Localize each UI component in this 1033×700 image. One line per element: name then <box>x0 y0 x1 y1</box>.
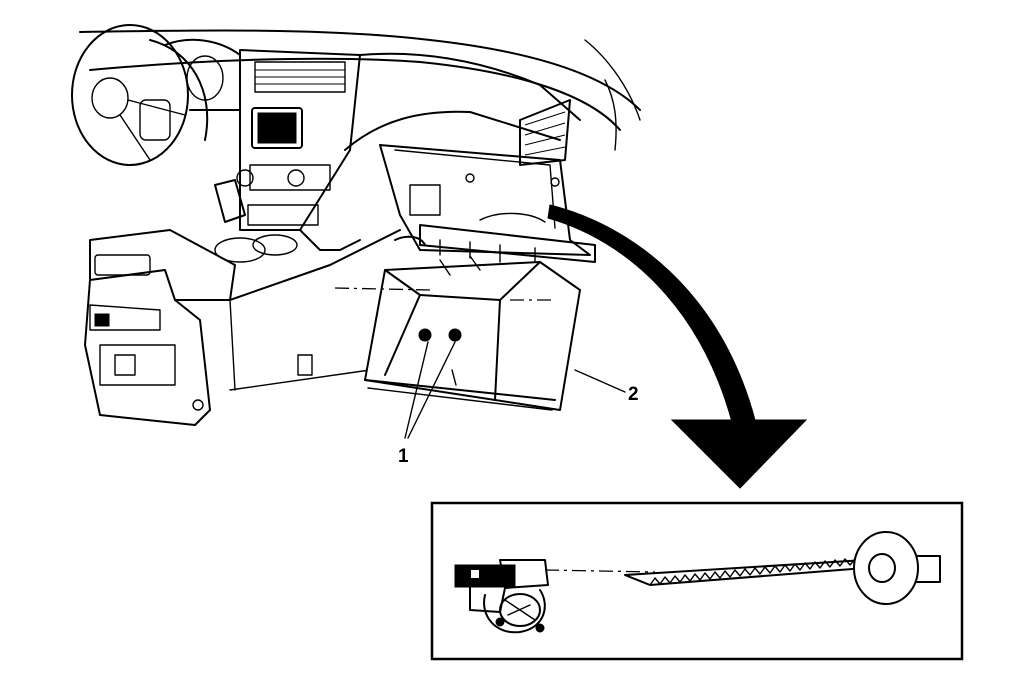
callout-glovebox: 2 <box>628 384 639 405</box>
glovebox-opening <box>379 144 596 266</box>
damper-clip <box>454 559 549 634</box>
curved-arrow-icon <box>547 204 808 489</box>
center-stack <box>236 49 361 231</box>
callout-screws: 1 <box>398 446 409 467</box>
damper-head <box>853 531 941 605</box>
dashboard-illustration <box>71 24 641 426</box>
glovebox-door <box>334 255 581 411</box>
center-console <box>84 229 236 426</box>
leader-lines <box>404 341 626 439</box>
detail-inset <box>430 501 964 661</box>
steering-wheel <box>71 24 209 166</box>
